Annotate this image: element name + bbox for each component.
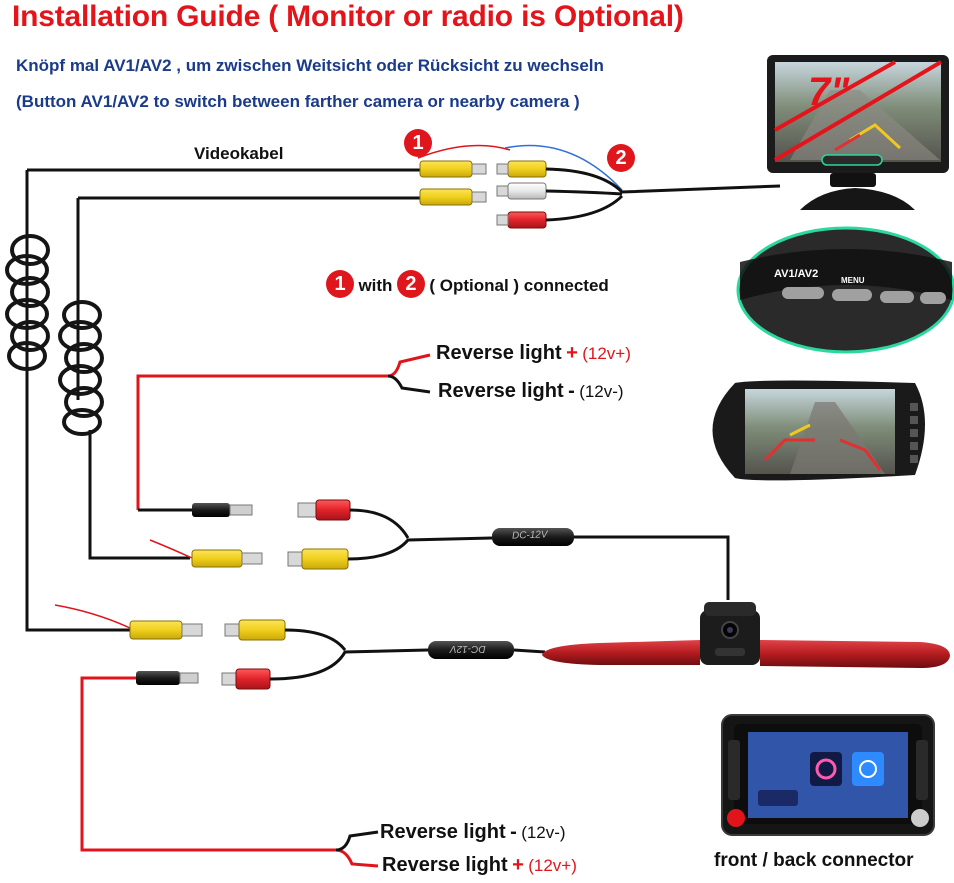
- car-radio: [721, 714, 935, 836]
- dc-box-label-upper: DC-12V: [511, 529, 548, 542]
- reverse-lower-minus-volt: (12v-): [521, 823, 566, 842]
- reverse-upper-plus-label: Reverse light: [436, 342, 562, 364]
- subtitle-english: (Button AV1/AV2 to switch between farthe…: [16, 92, 580, 111]
- monitor-size-label: 7": [808, 70, 850, 114]
- dc-box-label-lower: DC-12V: [450, 643, 486, 654]
- note-badge-one: 1: [326, 270, 354, 298]
- reverse-lower-plus-sign: +: [512, 854, 524, 876]
- note-badge-two: 2: [396, 270, 425, 298]
- reverse-lower-plus-volt: (12v+): [528, 856, 577, 875]
- note-rest: ( Optional ) connected: [429, 275, 609, 295]
- page-title: Installation Guide ( Monitor or radio is…: [12, 0, 684, 33]
- reverse-upper-plus-volt: (12v+): [582, 344, 631, 363]
- note-with: with: [358, 275, 393, 295]
- badge-two: 2: [607, 144, 635, 172]
- reverse-lower-minus-sign: -: [510, 821, 517, 843]
- badge-one-text: 1: [404, 129, 432, 157]
- reverse-upper-plus: Reverse light + (12v+): [436, 342, 631, 365]
- reverse-upper-minus: Reverse light - (12v-): [438, 380, 624, 403]
- reverse-lower-minus-label: Reverse light: [380, 821, 506, 843]
- av-button-zoom: [736, 226, 954, 354]
- badge-two-text: 2: [607, 144, 635, 172]
- videokabel-label: Videokabel: [194, 144, 284, 163]
- coiled-cable-left: [5, 234, 50, 371]
- brake-light-camera: [542, 602, 950, 668]
- reverse-upper-minus-sign: -: [568, 380, 575, 402]
- menu-button-label: MENU: [841, 276, 865, 285]
- monitor-7inch: [767, 55, 949, 210]
- av-button-label: AV1/AV2: [774, 268, 819, 280]
- reverse-lower-plus-label: Reverse light: [382, 854, 508, 876]
- reverse-lower-minus: Reverse light - (12v-): [380, 821, 566, 844]
- reverse-upper-plus-sign: +: [566, 342, 578, 364]
- optional-note: 1 with 2 ( Optional ) connected: [326, 270, 609, 298]
- subtitle-german: Knöpf mal AV1/AV2 , um zwischen Weitsich…: [16, 56, 604, 75]
- connector-caption: front / back connector: [714, 850, 914, 871]
- badge-one: 1: [404, 129, 432, 157]
- mirror-monitor: [712, 380, 925, 481]
- reverse-upper-minus-label: Reverse light: [438, 380, 564, 402]
- reverse-lower-plus: Reverse light + (12v+): [382, 854, 577, 877]
- coiled-cable-right: [58, 300, 104, 436]
- reverse-upper-minus-volt: (12v-): [579, 382, 624, 401]
